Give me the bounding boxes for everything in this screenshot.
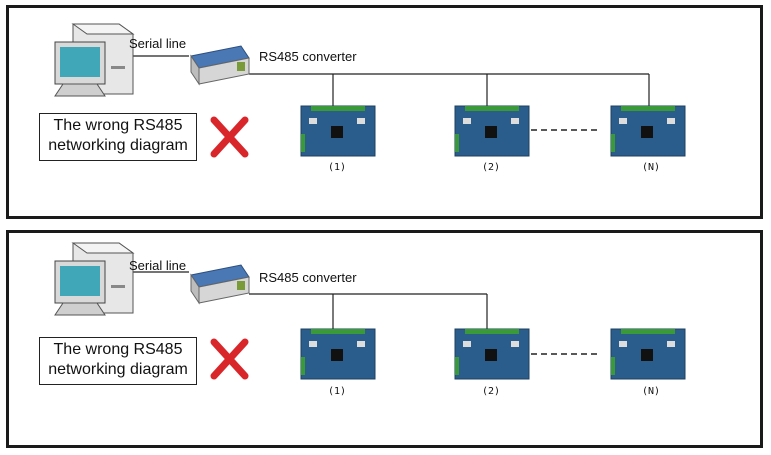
device-label-2: (2) [482, 386, 501, 397]
wrong-line-1: The wrong RS485 [53, 341, 183, 358]
board-icon [610, 105, 686, 157]
cross-icon [210, 338, 249, 380]
converter-label: RS485 converter [259, 49, 357, 64]
wrong-diagram-box: The wrong RS485 networking diagram [39, 337, 197, 385]
diagram-panel-1: Serial line RS485 converter The wrong RS… [6, 5, 763, 219]
device-label-1: (1) [328, 386, 347, 397]
wrong-diagram-box: The wrong RS485 networking diagram [39, 113, 197, 161]
board-icon [300, 328, 376, 380]
device-label-n: (N) [642, 162, 661, 173]
device-label-2: (2) [482, 162, 501, 173]
converter-icon [190, 45, 250, 86]
cross-icon [210, 116, 249, 158]
wrong-line-2: networking diagram [48, 361, 188, 378]
board-icon [454, 328, 530, 380]
device-label-1: (1) [328, 162, 347, 173]
serial-line-label: Serial line [129, 258, 187, 273]
serial-line-label: Serial line [129, 36, 187, 51]
computer-icon [54, 242, 135, 316]
board-icon [610, 328, 686, 380]
computer-icon [54, 23, 135, 97]
diagram-panel-2: Serial line RS485 converter The wrong RS… [6, 230, 763, 448]
wrong-line-2: networking diagram [48, 137, 188, 154]
converter-icon [190, 264, 250, 305]
converter-label: RS485 converter [259, 270, 357, 285]
board-icon [300, 105, 376, 157]
panel-2-graphics [54, 242, 686, 380]
panel-1-graphics [54, 23, 686, 158]
board-icon [454, 105, 530, 157]
wrong-line-1: The wrong RS485 [53, 117, 183, 134]
device-label-n: (N) [642, 386, 661, 397]
